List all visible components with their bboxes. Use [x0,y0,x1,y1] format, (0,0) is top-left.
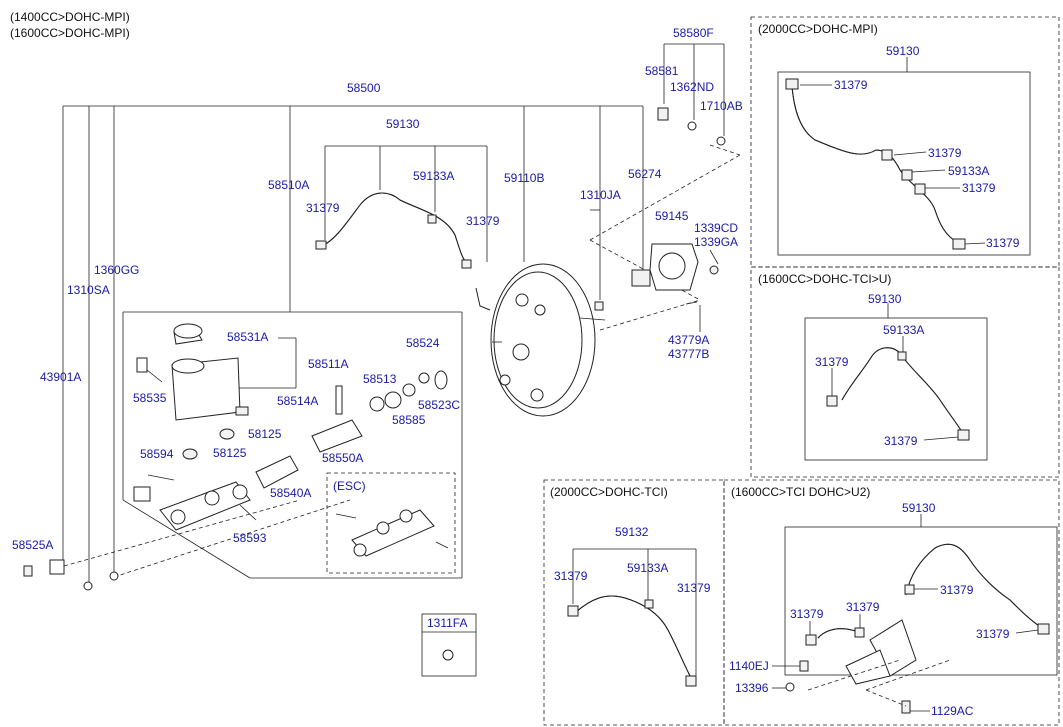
variant-box-2000cc-tci [543,479,725,726]
part-label-1362nd: 1362ND [670,80,714,94]
main-part-labels: 58500 58580F 58581 1362ND 1710AB 59130 5… [12,26,743,630]
tci1600u2-label-31379-c: 31379 [846,600,880,614]
variant-box-1600cc-tci-u-title: (1600CC>DOHC-TCI>U) [758,272,891,286]
part-label-59130: 59130 [386,117,420,131]
master-cylinder-drawing [23,323,448,591]
tci1600u2-label-13396: 13396 [735,681,769,695]
part-label-1310sa: 1310SA [67,283,110,297]
vacuum-hose-59130-drawing [315,192,472,269]
esc-label: (ESC) [333,479,366,493]
part-label-59133a: 59133A [413,169,454,183]
tci1600u2-label-1129ac: 1129AC [931,704,974,718]
brake-booster-drawing [475,263,606,417]
part-label-1310ja: 1310JA [580,188,621,202]
part-label-1339cd: 1339CD [694,221,738,235]
part-label-58125-upper: 58125 [248,427,282,441]
tci1600u2-label-31379-d: 31379 [976,627,1010,641]
tci1600u2-label-59130: 59130 [902,501,936,515]
variant-label-1600cc: (1600CC>DOHC-MPI) [10,26,130,40]
part-label-58524: 58524 [406,336,440,350]
part-label-43779a: 43779A [668,333,709,347]
part-label-58594: 58594 [140,447,174,461]
main-leader-lines [62,43,725,585]
tci1600u-label-59133a: 59133A [883,323,924,337]
part-label-1360gg: 1360GG [94,263,139,277]
variant-box-1600cc-tci-u-content: 59130 59133A 31379 31379 [804,292,988,461]
part-label-58581: 58581 [645,64,679,78]
mpi2000-label-59130: 59130 [886,44,920,58]
part-label-58513: 58513 [363,372,397,386]
variant-box-1600cc-tci-u [750,266,1060,478]
tci1600u2-label-31379-a: 31379 [940,583,974,597]
tci2000-label-31379-a: 31379 [554,569,588,583]
tci1600u-label-59130: 59130 [868,292,902,306]
main-dashed-lines [63,144,741,578]
esc-variant-box [326,472,456,574]
mpi2000-label-31379-d: 31379 [986,236,1020,250]
variant-box-1600cc-tci-u2-title: (1600CC>TCI DOHC>U2) [731,485,870,499]
mpi2000-label-31379-c: 31379 [962,181,996,195]
part-label-1710ab: 1710AB [700,99,743,113]
part-label-58535: 58535 [133,391,167,405]
part-label-31379-right: 31379 [466,214,500,228]
tci2000-label-59132: 59132 [615,525,649,539]
tci1600u-label-31379-b: 31379 [884,434,918,448]
part-label-59145: 59145 [655,209,689,223]
tci1600u2-label-31379-b: 31379 [790,607,824,621]
part-label-58540a: 58540A [270,486,311,500]
variant-box-2000cc-tci-title: (2000CC>DOHC-TCI) [550,485,668,499]
part-label-58550a: 58550A [322,451,363,465]
part-label-31379-left: 31379 [306,201,340,215]
fitting-58580f-drawing [631,107,726,305]
tci2000-label-59133a: 59133A [627,561,668,575]
part-label-58531a: 58531A [227,330,268,344]
part-label-58125-lower: 58125 [213,446,247,460]
part-label-58585: 58585 [392,413,426,427]
variant-box-2000cc-mpi-title: (2000CC>DOHC-MPI) [758,22,878,36]
esc-master-cylinder-drawing [335,509,449,557]
part-label-56274: 56274 [628,167,662,181]
variant-label-1400cc: (1400CC>DOHC-MPI) [10,10,130,24]
variant-box-1600cc-tci-u2 [723,479,1060,726]
mpi2000-label-31379-b: 31379 [928,146,962,160]
part-label-58511a: 58511A [308,357,348,371]
tci1600u2-label-1140ej: 1140EJ [729,659,769,673]
part-label-58500: 58500 [347,81,381,95]
part-label-43777b: 43777B [668,347,709,361]
part-label-58593: 58593 [233,531,267,545]
variant-box-2000cc-mpi-content: 59130 31379 31379 59133A 31379 31379 [777,44,1031,256]
part-label-58523c: 58523C [418,398,460,412]
part-label-1339ga: 1339GA [694,235,738,249]
part-label-58510a: 58510A [268,178,309,192]
variant-box-2000cc-tci-content: 59132 31379 59133A 31379 [554,525,711,687]
tci2000-label-31379-b: 31379 [677,581,711,595]
nut-1311fa-drawing [442,649,454,661]
part-label-58580f: 58580F [673,26,714,40]
part-label-58514a: 58514A [277,394,318,408]
tci1600u-label-31379-a: 31379 [815,355,849,369]
part-label-58525a: 58525A [12,538,53,552]
variant-box-2000cc-mpi [750,16,1060,268]
part-label-59110b: 59110B [504,171,544,185]
part-label-43901a: 43901A [40,370,81,384]
variant-box-1600cc-tci-u2-content: 59130 31379 31379 31379 31379 1140EJ 133… [729,501,1058,718]
part-label-1311fa: 1311FA [427,616,467,630]
mpi2000-label-31379-a: 31379 [834,78,868,92]
part-box-1311fa [421,613,477,677]
mpi2000-label-59133a: 59133A [948,164,989,178]
